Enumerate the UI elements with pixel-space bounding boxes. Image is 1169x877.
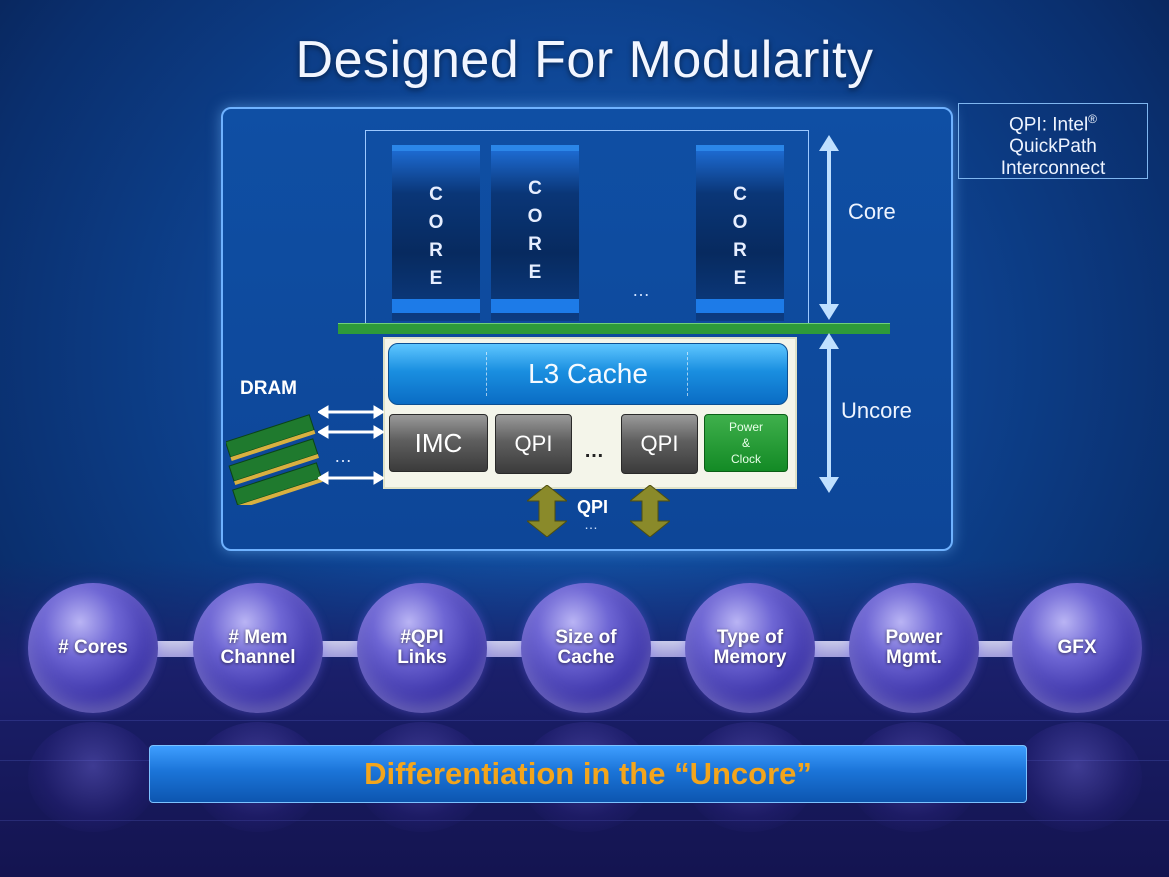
- dram-label: DRAM: [240, 378, 297, 399]
- l3-cache-label: L3 Cache: [528, 358, 648, 389]
- qpi-block-n: QPI: [621, 414, 698, 474]
- dram-link-arrows: [318, 405, 384, 485]
- power-clock-block: Power & Clock: [704, 414, 788, 472]
- dram-ellipsis: …: [334, 446, 352, 466]
- sphere-cores: # Cores: [28, 583, 158, 713]
- qpi-block-1: QPI: [495, 414, 572, 474]
- sphere-reflection: [28, 722, 158, 832]
- floor-grid-line: [0, 820, 1169, 821]
- power-ampersand: &: [741, 436, 750, 450]
- external-qpi-label: QPI: [577, 497, 609, 517]
- qpi-label: QPI: [640, 431, 679, 456]
- external-qpi-ellipsis: …: [584, 516, 598, 532]
- sphere-reflection: [1012, 722, 1142, 832]
- cache-slice-divider: [486, 352, 487, 396]
- core-span-arrow: [819, 135, 839, 320]
- core-base-bar: [696, 299, 784, 313]
- core-ellipsis: …: [632, 280, 650, 300]
- imc-block: IMC: [389, 414, 488, 472]
- registered-mark: ®: [1088, 112, 1098, 126]
- core-uncore-separator: [338, 323, 890, 334]
- qpi-external-arrow-1: [527, 485, 567, 537]
- qpi-external-arrow-2: [630, 485, 670, 537]
- uncore-label: Uncore: [841, 398, 912, 423]
- l3-cache-block: L3 Cache: [388, 343, 788, 405]
- core-base-bar: [491, 299, 579, 313]
- clock-label: Clock: [730, 452, 761, 466]
- qpi-note-line3: Interconnect: [1000, 158, 1106, 180]
- sphere-gfx: GFX: [1012, 583, 1142, 713]
- qpi-note-line1: QPI: Intel: [1008, 114, 1089, 136]
- slide-title: Designed For Modularity: [295, 31, 874, 89]
- uncore-span-arrow: [819, 333, 839, 493]
- dram-modules-icon: [226, 414, 323, 505]
- cache-slice-divider: [687, 352, 688, 396]
- imc-label: IMC: [414, 428, 463, 458]
- floor-grid-line: [0, 720, 1169, 721]
- power-label: Power: [728, 420, 763, 434]
- core-label: Core: [848, 199, 896, 224]
- qpi-definition-note: QPI: Intel® QuickPath Interconnect: [958, 103, 1148, 179]
- qpi-note-line2: QuickPath: [1009, 136, 1097, 158]
- qpi-ellipsis: …: [584, 440, 604, 462]
- core-base-bar: [392, 299, 480, 313]
- differentiation-banner: Differentiation in the “Uncore”: [149, 745, 1027, 803]
- qpi-label: QPI: [514, 431, 553, 456]
